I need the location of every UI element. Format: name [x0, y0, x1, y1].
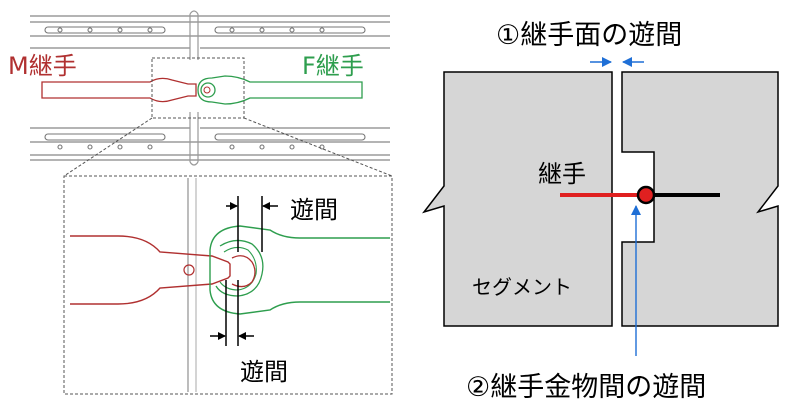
f-joint-detail-socket-inner [219, 246, 257, 291]
bolt-slots-upper [44, 26, 366, 34]
gap-lower-label: 遊間 [240, 358, 288, 386]
segment-label: セグメント [472, 275, 572, 299]
f-joint-detail-socket [215, 239, 264, 297]
m-joint-detail-hole [183, 264, 195, 276]
f-joint-label: F継手 [302, 52, 364, 80]
zoom-lines [63, 117, 393, 177]
f-joint-socket [200, 82, 216, 98]
f-joint-shape [197, 75, 363, 105]
m-joint-detail-head [231, 255, 256, 288]
fitting-gap-title: ②継手金物間の遊間 [466, 372, 706, 403]
segment-section: 継手 セグメント ①継手面の遊間 ②継手金物間の遊間 [421, 20, 779, 403]
upper-rib-band [30, 15, 390, 49]
joint-label: 継手 [538, 160, 586, 188]
gap-upper-label: 遊間 [290, 196, 338, 224]
joint-pin [636, 185, 656, 205]
detail-frame [63, 175, 393, 395]
detail-source-frame [151, 57, 245, 119]
m-joint-label: M継手 [8, 52, 77, 80]
segment-seam [189, 10, 199, 166]
segment-right [621, 71, 779, 327]
segment-left [421, 71, 613, 327]
lower-rib-band [30, 127, 390, 161]
f-joint-detail [209, 225, 390, 315]
top-plan-view: M継手 F継手 [8, 10, 390, 166]
detail-view: 遊間 遊間 [63, 175, 393, 395]
m-joint-shape [41, 77, 197, 103]
bolt-slots-lower [44, 133, 366, 150]
f-joint-socket-inner [203, 86, 211, 94]
m-joint-detail [70, 235, 231, 305]
joint-face-gap-title: ①継手面の遊間 [496, 20, 682, 51]
